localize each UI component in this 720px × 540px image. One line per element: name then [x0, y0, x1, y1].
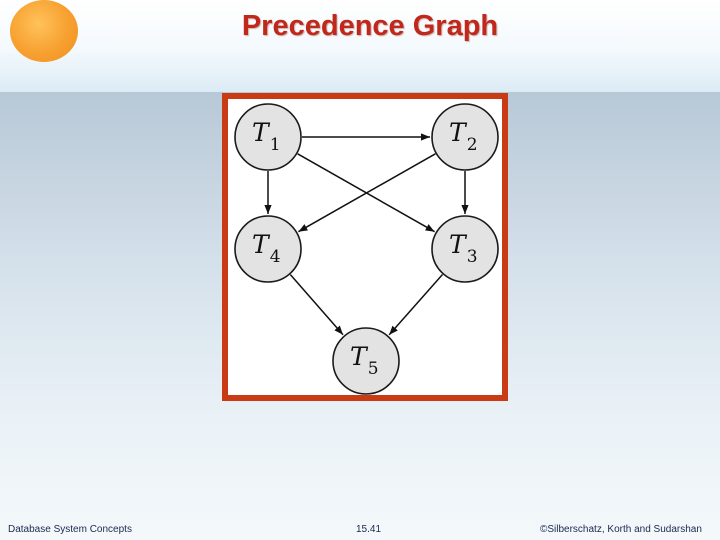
- node-t1: T1: [234, 103, 302, 171]
- footer-page-number: 15.41: [356, 524, 382, 535]
- node-subscript: 5: [368, 359, 379, 379]
- node-letter: T: [449, 118, 468, 147]
- node-t3: T3: [431, 215, 499, 283]
- logo-circle: [10, 0, 78, 62]
- node-subscript: 3: [467, 247, 478, 267]
- edge-t4-to-t5: [289, 274, 344, 336]
- node-circle: [234, 103, 302, 171]
- footer-copyright: ©Silberschatz, Korth and Sudarshan: [540, 524, 702, 535]
- node-letter: T: [350, 342, 369, 371]
- edge-t2-to-t4: [298, 153, 436, 233]
- footer-course-name: Database System Concepts: [8, 524, 132, 535]
- header-band: [0, 0, 720, 92]
- node-letter: T: [252, 230, 271, 259]
- node-label: T2: [449, 118, 478, 155]
- node-label: T5: [350, 342, 379, 379]
- edge-layer: [264, 133, 469, 336]
- node-label: T1: [252, 118, 281, 155]
- node-letter: T: [449, 230, 468, 259]
- node-subscript: 4: [270, 247, 281, 267]
- node-t5: T5: [332, 327, 400, 395]
- slide-title: Precedence Graph: [241, 10, 499, 42]
- node-subscript: 2: [467, 135, 478, 155]
- node-subscript: 1: [270, 135, 281, 155]
- node-letter: T: [252, 118, 271, 147]
- edge-t3-to-t5: [388, 274, 444, 336]
- node-t2: T2: [431, 103, 499, 171]
- node-circle: [431, 215, 499, 283]
- node-circle: [234, 215, 302, 283]
- node-circle: [332, 327, 400, 395]
- node-label: T3: [449, 230, 478, 267]
- node-label: T4: [252, 230, 281, 267]
- node-t4: T4: [234, 215, 302, 283]
- node-circle: [431, 103, 499, 171]
